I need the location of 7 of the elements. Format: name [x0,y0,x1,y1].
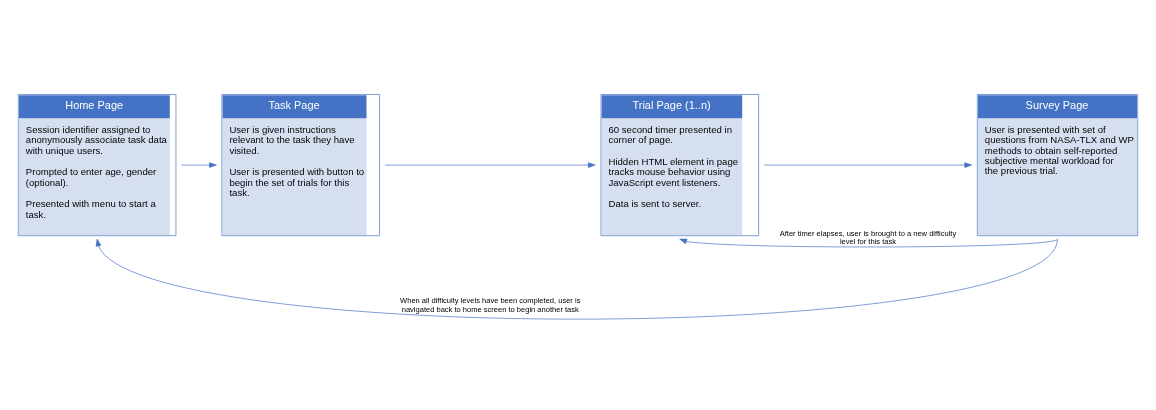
edge-label: After timer elapses, user is brought to a new difficulty level for this task [779,228,957,246]
arrow [679,238,1058,247]
arrow [763,161,973,168]
arrow [384,161,596,168]
arrow [95,238,1058,319]
arrow [181,161,217,168]
edge-label: When all difficulty levels have been completed, user is navigated back to home screen to begin another task [400,295,581,314]
